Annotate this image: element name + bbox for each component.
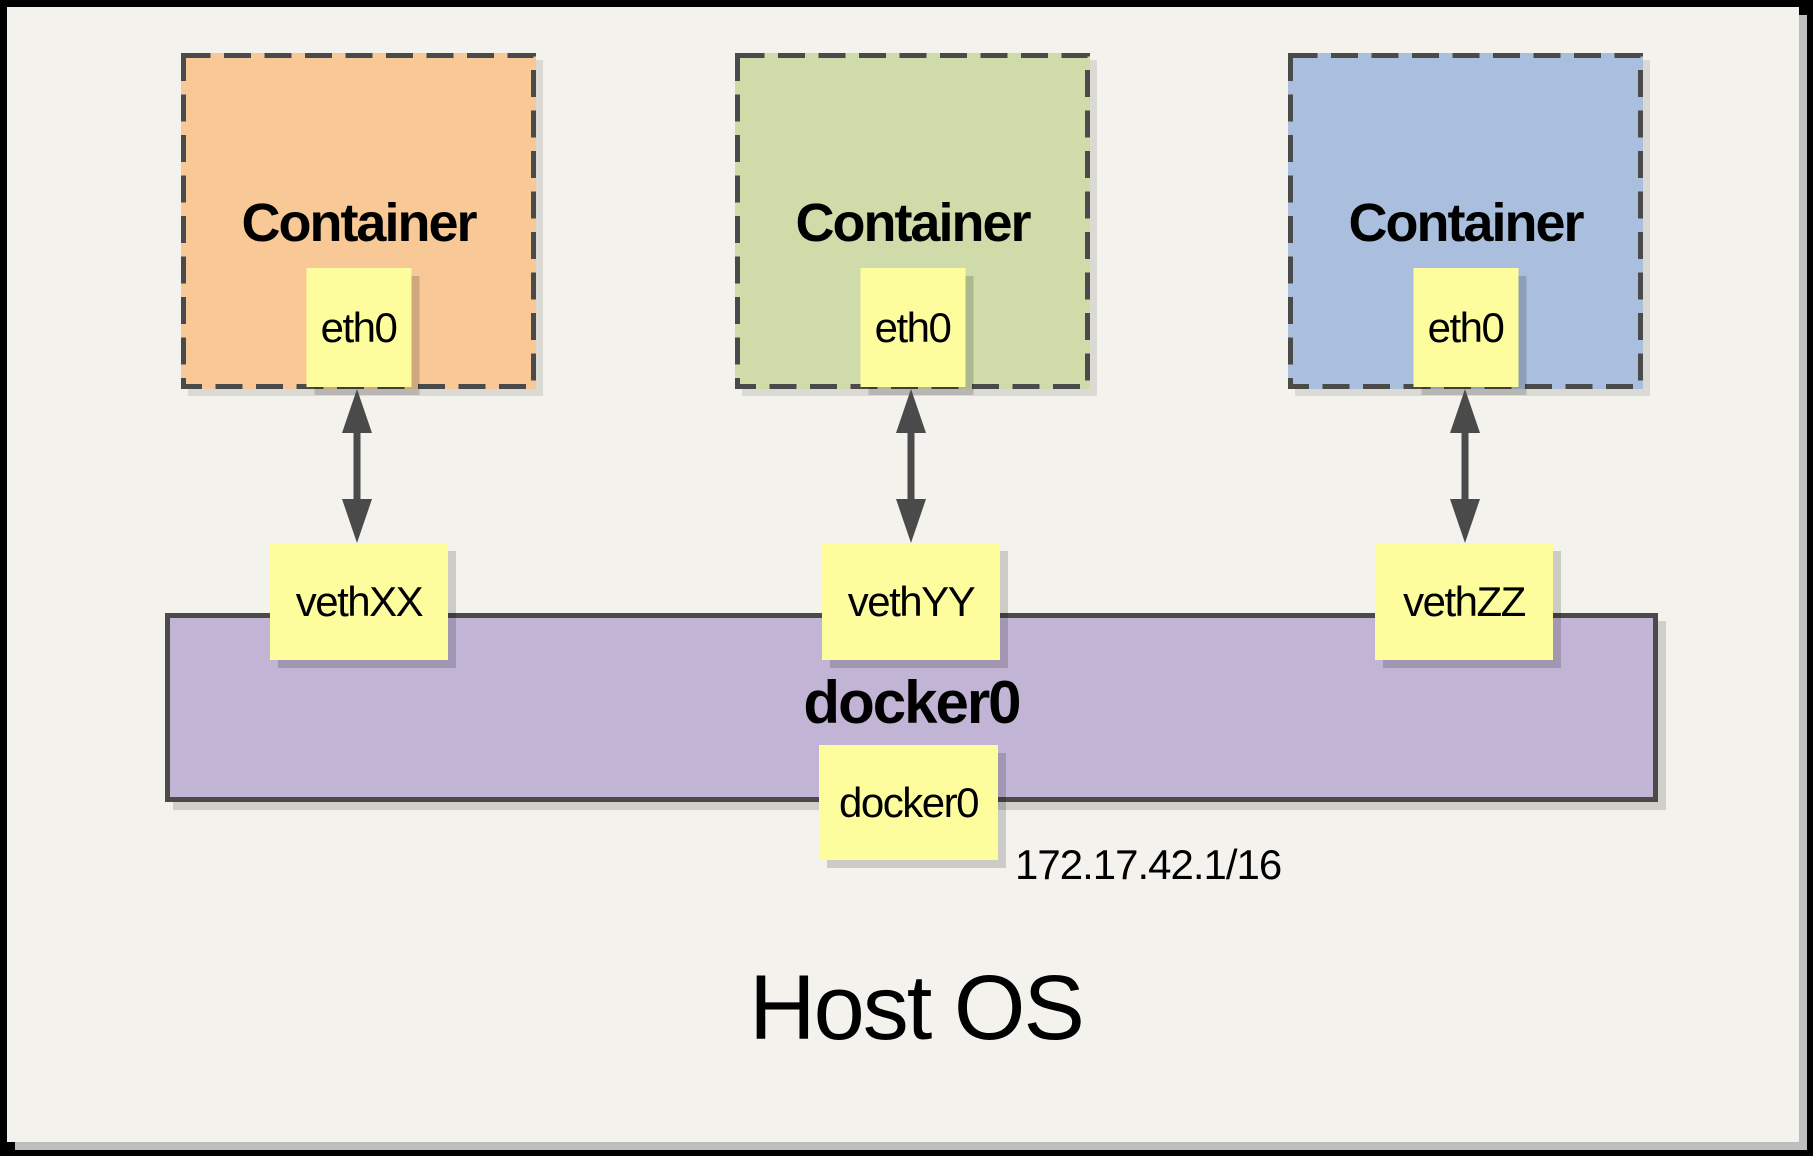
container-box-3: Container eth0 (1288, 53, 1643, 389)
docker0-interface-box: docker0 (819, 745, 998, 860)
vethXX-label: vethXX (295, 577, 424, 625)
veth-connection-arrow-1 (342, 389, 372, 543)
eth0-label: eth0 (874, 303, 952, 351)
eth0-label: eth0 (320, 303, 398, 351)
eth0-box: eth0 (860, 268, 965, 387)
docker0-bridge-label: docker0 (803, 669, 1021, 736)
host-os-panel: Container eth0 Container eth0 Container … (7, 7, 1799, 1142)
vethZZ-box: vethZZ (1375, 543, 1553, 660)
vethXX-box: vethXX (270, 543, 448, 660)
eth0-box: eth0 (1413, 268, 1518, 387)
container-box-2: Container eth0 (735, 53, 1090, 389)
docker0-interface-label: docker0 (839, 778, 979, 826)
container-label: Container (1348, 193, 1584, 253)
eth0-label: eth0 (1427, 303, 1505, 351)
vethZZ-label: vethZZ (1403, 577, 1526, 625)
container-box-1: Container eth0 (181, 53, 536, 389)
bridge-ip-address: 172.17.42.1/16 (1015, 841, 1282, 888)
container-label: Container (241, 193, 477, 253)
veth-connection-arrow-2 (896, 389, 926, 543)
host-os-label: Host OS (749, 957, 1085, 1059)
veth-connection-arrow-3 (1450, 389, 1480, 543)
vethYY-label: vethYY (847, 577, 976, 625)
container-label: Container (795, 193, 1031, 253)
eth0-box: eth0 (306, 268, 411, 387)
vethYY-box: vethYY (822, 543, 1000, 660)
